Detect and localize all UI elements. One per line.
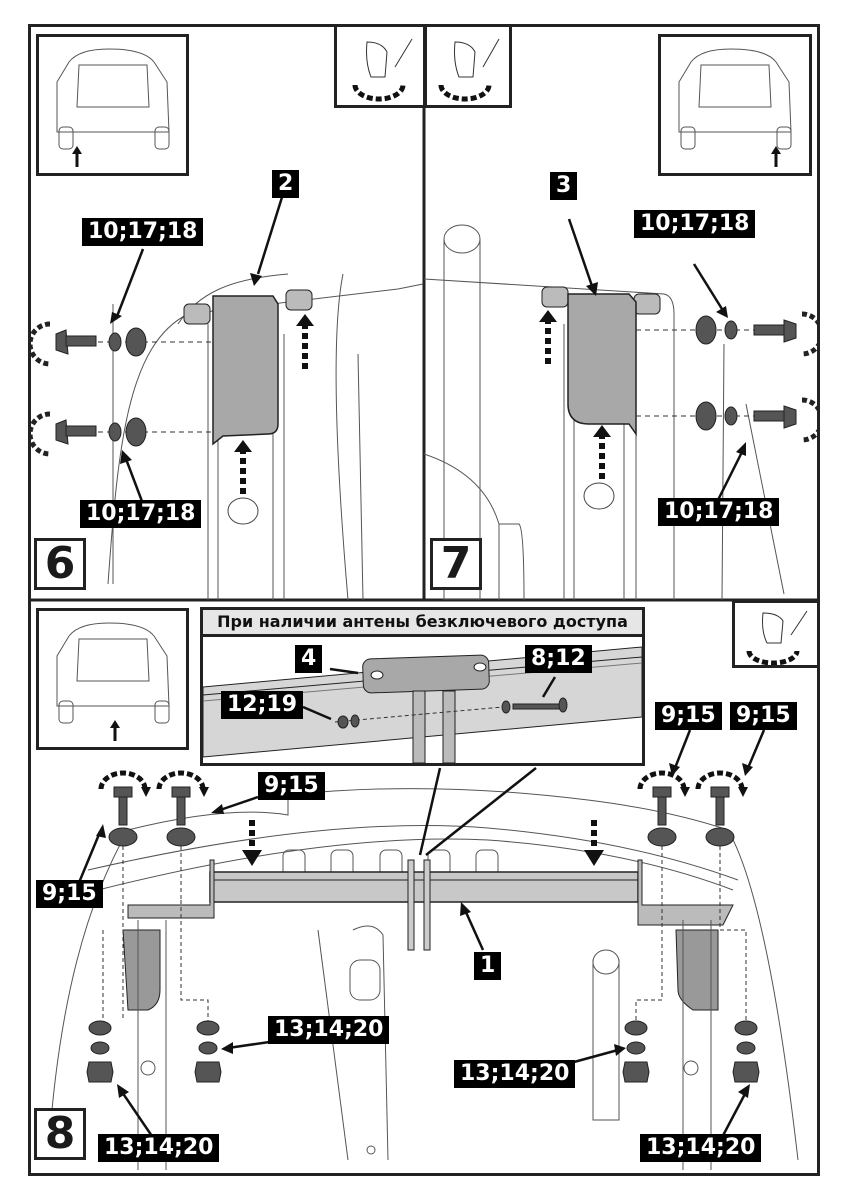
step-number-7: 7 [430, 538, 482, 590]
car-rear-view-icon [56, 48, 170, 167]
keyless-antenna-caption: При наличии антены безключевого доступа [200, 607, 645, 637]
hand-wrench-tighten-icon [438, 38, 500, 102]
fastener-label-lower: 10;17;18 [80, 500, 202, 528]
top-bolt-label-2: 9;15 [36, 880, 103, 908]
part-label-1: 1 [474, 952, 502, 980]
step-8-drawing [47, 729, 799, 1170]
car-rear-view-right [658, 34, 812, 176]
antenna-bolt-label: 8;12 [525, 645, 592, 673]
car-rear-view-icon [56, 622, 170, 741]
tool-icon-box-6 [334, 24, 426, 108]
step-number-8: 8 [34, 1108, 86, 1160]
crossbeam-part-1 [127, 859, 734, 951]
bolt-lower-right [695, 397, 820, 443]
bottom-nut-stacks [86, 1020, 760, 1083]
tool-icon-box-7 [424, 24, 512, 108]
antenna-bracket-drawing [203, 646, 642, 763]
hand-wrench-tighten-icon [746, 610, 808, 665]
bottom-nut-label-4: 13;14;20 [640, 1134, 762, 1162]
bracket-part-2 [183, 289, 313, 446]
top-bolt-label-1: 9;15 [258, 772, 325, 800]
antenna-nut-label: 12;19 [221, 691, 304, 719]
bottom-nut-label-2: 13;14;20 [98, 1134, 220, 1162]
car-rear-view-center [36, 608, 189, 750]
part-label-2: 2 [272, 170, 300, 198]
step-6-drawing [28, 193, 424, 600]
tool-icon-box-8 [732, 600, 820, 668]
top-bolt-label-4: 9;15 [730, 702, 797, 730]
fastener-label-lower: 10;17;18 [658, 498, 780, 526]
top-bolt-label-3: 9;15 [655, 702, 722, 730]
fastener-label-upper: 10;17;18 [82, 218, 204, 246]
fastener-label-upper: 10;17;18 [634, 210, 756, 238]
step-number-6: 6 [34, 538, 86, 590]
step-7-panel: 3 10;17;18 10;17;18 7 [424, 24, 820, 600]
bottom-nut-label-1: 13;14;20 [268, 1016, 390, 1044]
bolt-lower [28, 411, 147, 457]
antenna-bracket-label-4: 4 [295, 645, 323, 673]
car-rear-view-left [36, 34, 189, 176]
step-8-panel: 4 8;12 12;19 1 9;15 9;15 9;15 9;15 13;14… [28, 600, 820, 1176]
bolt-upper-right [695, 311, 820, 357]
bracket-part-3 [541, 286, 661, 437]
part-label-3: 3 [550, 172, 578, 200]
hand-wrench-tighten-icon [352, 38, 413, 102]
car-rear-view-icon [678, 48, 792, 167]
step-7-drawing [424, 218, 820, 600]
bolt-upper [28, 321, 147, 367]
bottom-nut-label-3: 13;14;20 [454, 1060, 576, 1088]
keyless-antenna-inset: 4 8;12 12;19 [200, 634, 645, 766]
step-6-panel: 2 10;17;18 10;17;18 6 [28, 24, 426, 600]
